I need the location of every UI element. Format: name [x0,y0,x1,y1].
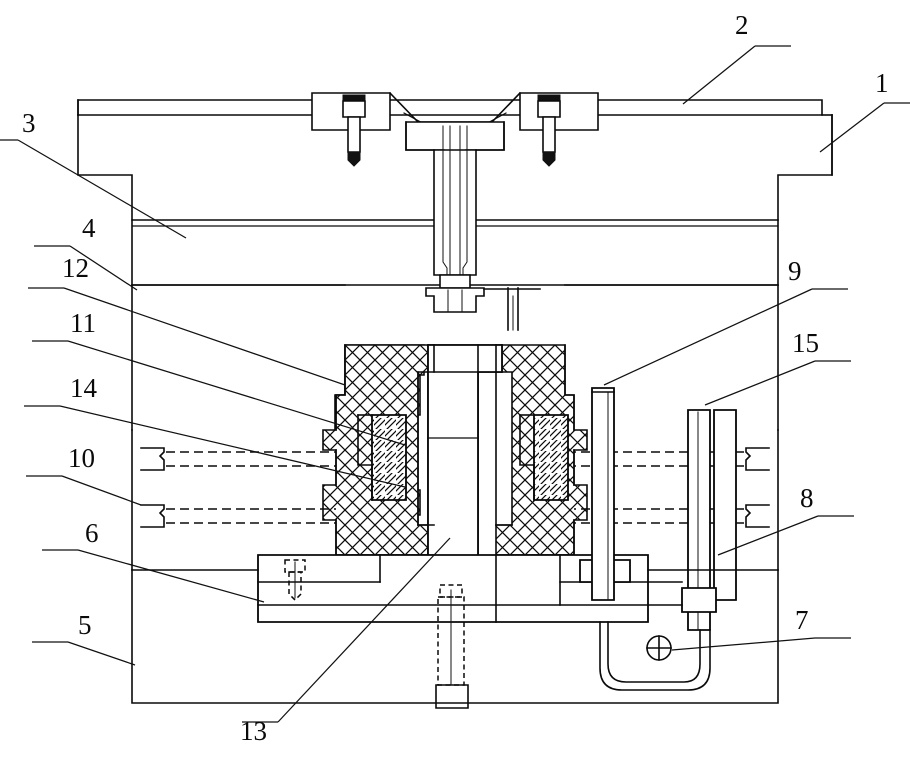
callout-label-5: 5 [78,610,92,640]
leader-line-6 [77,549,265,603]
callout-label-7: 7 [795,605,809,635]
leader-line-9 [603,288,813,386]
center-punch-pin [483,287,541,331]
sprue-bush-assembly [405,121,505,313]
leader-line-4 [69,245,138,291]
core-pin-lower-punch [435,584,469,709]
callout-label-15: 15 [792,328,819,358]
leader-line-12 [63,287,346,386]
left-clamp-bolt [342,94,366,167]
top-clamp-rail-group [77,99,823,116]
right-clamp-bolt [537,94,561,167]
leader-line-5 [67,641,136,666]
callout-label-11: 11 [70,308,96,338]
leader-line-13 [277,537,451,723]
callout-label-12: 12 [62,253,89,283]
leader-line-3 [17,139,187,239]
callout-label-13: 13 [240,716,267,746]
callout-label-8: 8 [800,483,814,513]
callout-label-3: 3 [22,108,36,138]
cavity-insert-assembly [322,344,588,561]
guide-rod-feet [647,581,717,613]
guide-rod-right [713,409,737,601]
callout-label-9: 9 [788,256,802,286]
lower-ejector-rail [257,554,649,623]
leader-line-10 [61,475,142,506]
leader-line-1 [819,102,885,153]
callout-label-1: 1 [875,68,889,98]
leader-line-15 [704,360,816,406]
callout-label-14: 14 [70,373,97,403]
lower-base-plate [131,569,779,704]
callout-label-2: 2 [735,10,749,40]
leader-lines-group [0,45,910,723]
side-core-channels-left [140,447,336,528]
leader-line-2 [682,45,756,105]
callout-label-4: 4 [82,213,96,243]
guide-rod-left [591,387,615,601]
leader-line-14 [59,405,406,488]
leader-line-11 [67,340,406,446]
top-mounting-blocks [311,91,599,131]
main-die-body [131,284,779,571]
callout-label-6: 6 [85,518,99,548]
leader-line-7 [671,637,816,651]
rounded-recess-and-knob [599,621,711,691]
leader-line-8 [717,515,819,556]
callout-label-10: 10 [68,443,95,473]
